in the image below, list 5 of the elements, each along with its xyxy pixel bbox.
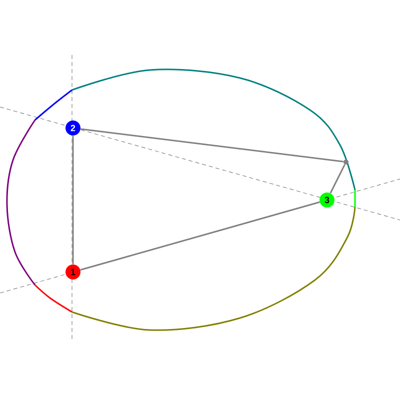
string-line xyxy=(330,164,346,194)
string-line xyxy=(80,201,320,271)
string-line xyxy=(72,136,74,264)
string-line xyxy=(80,128,344,162)
pencil-point xyxy=(344,160,348,164)
